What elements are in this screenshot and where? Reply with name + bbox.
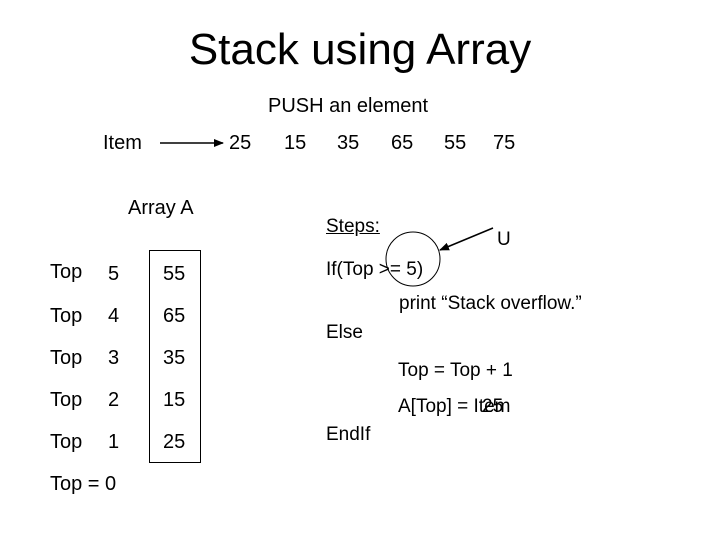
- row-top-label: Top: [50, 261, 83, 283]
- array-cell: 55: [163, 263, 186, 285]
- row-index: 3: [108, 347, 120, 369]
- array-cell: 15: [163, 389, 186, 411]
- array-cell: 35: [163, 347, 186, 369]
- array-box: [149, 250, 201, 463]
- push-value-4: 65: [391, 132, 414, 154]
- item-label: Item: [103, 132, 142, 154]
- push-value-6: 75: [493, 132, 516, 154]
- array-label: Array A: [128, 197, 194, 219]
- pseudo-else-line: Else: [326, 322, 363, 343]
- row-top-label: Top: [50, 431, 83, 453]
- push-value-1: 25: [229, 132, 252, 154]
- slide-title: Stack using Array: [188, 25, 532, 74]
- pseudo-assign-line: A[Top] = Item: [398, 396, 511, 417]
- top-zero-label: Top = 0: [50, 473, 117, 495]
- push-value-3: 35: [337, 132, 360, 154]
- array-cell: 25: [163, 431, 186, 453]
- pseudo-increment-line: Top = Top + 1: [398, 360, 513, 381]
- u-label: U: [497, 229, 511, 250]
- pseudo-if-line: If(Top >= 5): [326, 259, 424, 280]
- pseudo-assign-overlay: 25: [482, 396, 504, 417]
- row-index: 4: [108, 305, 120, 327]
- row-top-label: Top: [50, 347, 83, 369]
- push-value-5: 55: [444, 132, 467, 154]
- array-cell: 65: [163, 305, 186, 327]
- row-top-label: Top: [50, 305, 83, 327]
- pseudo-print-line: print “Stack overflow.”: [399, 293, 582, 314]
- row-index: 2: [108, 389, 120, 411]
- row-index: 1: [108, 431, 120, 453]
- pseudo-endif-line: EndIf: [326, 424, 371, 445]
- push-value-2: 15: [284, 132, 307, 154]
- row-top-label: Top: [50, 389, 83, 411]
- steps-label: Steps:: [326, 216, 380, 237]
- push-subtitle: PUSH an element: [268, 95, 429, 117]
- u-arrow: [439, 227, 494, 251]
- row-index: 5: [108, 263, 120, 285]
